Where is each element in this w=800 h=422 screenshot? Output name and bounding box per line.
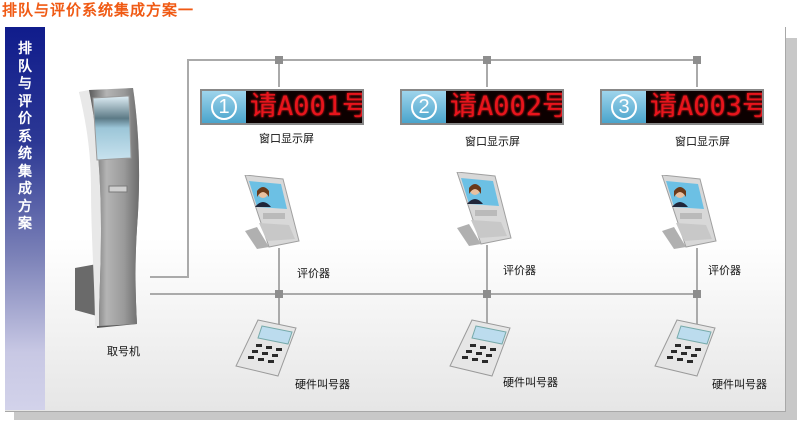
sidebar-char: 方	[18, 198, 32, 215]
junction-node	[483, 56, 491, 64]
caller-label-3: 硬件叫号器	[712, 378, 767, 391]
window-number-badge: 1	[211, 94, 237, 120]
sidebar-title: 排 队 与 评 价 系 统 集 成 方 案	[5, 41, 45, 234]
sidebar-char: 统	[18, 146, 32, 162]
sidebar-char: 集	[18, 163, 32, 180]
junction-node	[483, 290, 491, 298]
window-display-2: 2 请A002号	[400, 89, 564, 125]
connector-bottom-bus	[150, 293, 698, 295]
connector-top-bus	[187, 59, 698, 61]
connector-drop-3	[696, 59, 698, 87]
evaluator-device-icon	[244, 175, 300, 249]
kiosk-icon	[75, 88, 140, 328]
led-message: 请A002号	[450, 91, 562, 122]
sidebar-char: 队	[18, 58, 32, 75]
sidebar-char: 系	[18, 128, 32, 145]
junction-node	[693, 290, 701, 298]
evaluator-label-3: 评价器	[708, 264, 741, 277]
page-title: 排队与评价系统集成方案一	[2, 1, 195, 19]
connector-kiosk-link	[150, 276, 189, 278]
connector-left-riser	[187, 59, 189, 277]
evaluator-device-icon	[456, 172, 512, 246]
hardware-caller-icon	[235, 319, 297, 377]
connector-eval-3	[696, 248, 698, 328]
evaluator-label-1: 评价器	[297, 267, 330, 280]
window-number-badge: 2	[411, 94, 437, 120]
connector-drop-2	[486, 59, 488, 87]
hardware-caller-icon	[654, 319, 716, 377]
display-label-3: 窗口显示屏	[675, 135, 730, 148]
sidebar-char: 价	[18, 111, 32, 127]
sidebar-char: 案	[18, 216, 32, 232]
window-display-3: 3 请A003号	[600, 89, 764, 125]
connector-drop-1	[278, 59, 280, 87]
caller-label-2: 硬件叫号器	[503, 376, 558, 389]
evaluator-device-icon	[661, 175, 717, 249]
caller-label-1: 硬件叫号器	[295, 378, 350, 391]
sidebar-char: 评	[18, 93, 32, 110]
window-display-1: 1 请A001号	[200, 89, 364, 125]
connector-eval-1	[278, 248, 280, 328]
led-message: 请A003号	[650, 91, 762, 122]
junction-node	[275, 290, 283, 298]
kiosk-label: 取号机	[107, 345, 140, 358]
sidebar-char: 成	[18, 181, 32, 197]
junction-node	[693, 56, 701, 64]
junction-node	[275, 56, 283, 64]
ticket-kiosk	[75, 88, 165, 328]
sidebar: 排 队 与 评 价 系 统 集 成 方 案	[5, 27, 45, 410]
evaluator-label-2: 评价器	[503, 264, 536, 277]
display-label-2: 窗口显示屏	[465, 135, 520, 148]
led-message: 请A001号	[250, 91, 362, 122]
hardware-caller-icon	[449, 319, 511, 377]
sidebar-char: 排	[18, 41, 32, 57]
connector-eval-2	[486, 245, 488, 325]
display-label-1: 窗口显示屏	[259, 132, 314, 145]
sidebar-char: 与	[18, 76, 32, 92]
window-number-badge: 3	[611, 94, 637, 120]
